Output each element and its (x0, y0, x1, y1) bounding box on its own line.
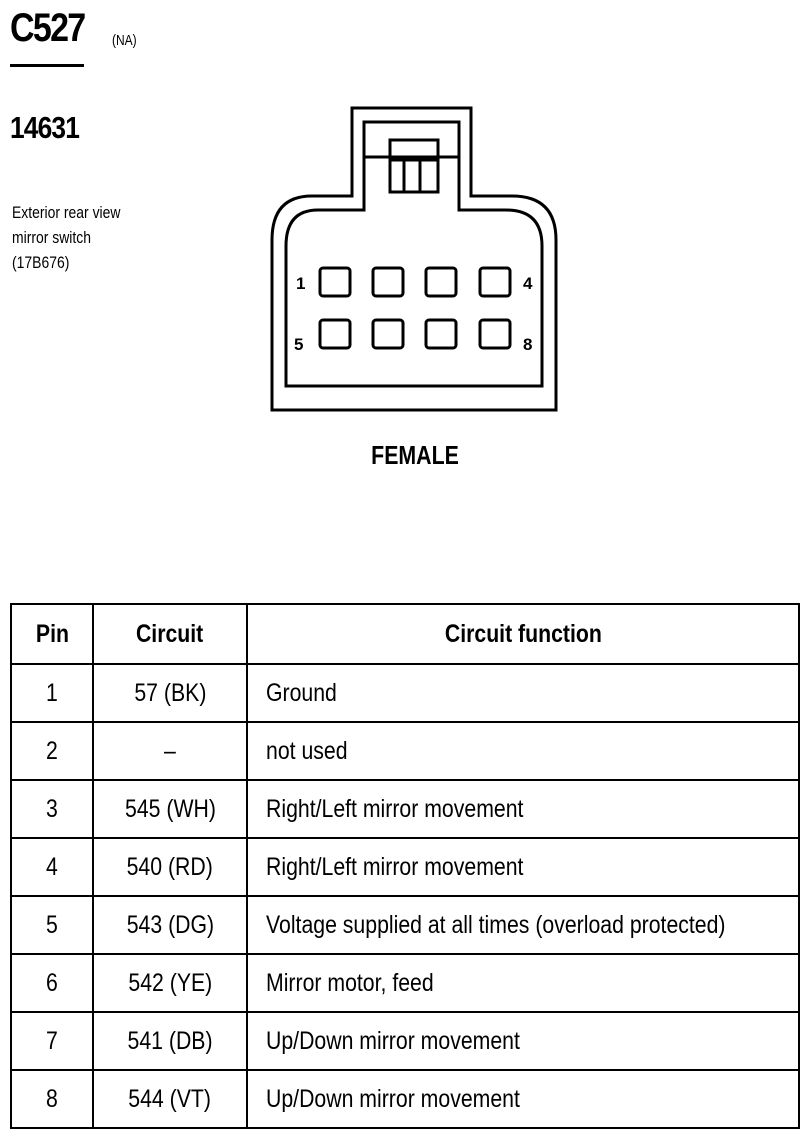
header-function: Circuit function (246, 603, 800, 665)
cell-function: Ground (246, 663, 800, 723)
latch-icon (388, 138, 440, 194)
pin-cavity (371, 266, 405, 298)
table-row: 5 543 (DG) Voltage supplied at all times… (10, 895, 800, 955)
cell-pin: 1 (10, 663, 94, 723)
cell-pin: 7 (10, 1011, 94, 1071)
cell-function: Right/Left mirror movement (246, 837, 800, 897)
cell-function: not used (246, 721, 800, 781)
pin-cavity (424, 266, 458, 298)
pin-label-4: 4 (523, 274, 533, 293)
pin-cavity (371, 318, 405, 350)
description-line: (17B676) (12, 253, 70, 272)
cell-pin: 5 (10, 895, 94, 955)
pin-cavity (478, 266, 512, 298)
cell-circuit: 540 (RD) (92, 837, 248, 897)
table-row: 2 – not used (10, 721, 800, 781)
pin-cavity (318, 318, 352, 350)
cell-function: Up/Down mirror movement (246, 1069, 800, 1129)
connector-face-diagram: 1 4 5 8 (270, 106, 558, 412)
cell-pin: 4 (10, 837, 94, 897)
description-line: mirror switch (12, 228, 92, 247)
connector-gender: FEMALE (371, 440, 459, 470)
connector-inner-housing (284, 120, 544, 388)
cell-function: Mirror motor, feed (246, 953, 800, 1013)
cell-circuit: 544 (VT) (92, 1069, 248, 1129)
cell-pin: 6 (10, 953, 94, 1013)
cell-circuit: 545 (WH) (92, 779, 248, 839)
table-row: 1 57 (BK) Ground (10, 663, 800, 723)
header-circuit: Circuit (92, 603, 248, 665)
pin-cavity (318, 266, 352, 298)
connector-outer-housing (270, 106, 558, 412)
header-pin: Pin (10, 603, 94, 665)
connector-note: (NA) (112, 32, 137, 49)
description-line: Exterior rear view (12, 203, 121, 222)
connector-id: C527 (10, 6, 86, 50)
cell-pin: 3 (10, 779, 94, 839)
part-number: 14631 (10, 110, 80, 145)
cell-pin: 8 (10, 1069, 94, 1129)
table-row: 7 541 (DB) Up/Down mirror movement (10, 1011, 800, 1071)
pinout-table: Pin Circuit Circuit function 1 57 (BK) G… (10, 603, 800, 1129)
pin-label-5: 5 (294, 335, 303, 354)
table-row: 6 542 (YE) Mirror motor, feed (10, 953, 800, 1013)
table-row: 4 540 (RD) Right/Left mirror movement (10, 837, 800, 897)
connector-description: Exterior rear view mirror switch (17B676… (12, 200, 120, 275)
cell-circuit: – (92, 721, 248, 781)
cell-function: Up/Down mirror movement (246, 1011, 800, 1071)
cell-circuit: 57 (BK) (92, 663, 248, 723)
table-header-row: Pin Circuit Circuit function (10, 603, 800, 665)
pin-label-8: 8 (523, 335, 532, 354)
pin-cavity (478, 318, 512, 350)
cell-pin: 2 (10, 721, 94, 781)
pin-label-1: 1 (296, 274, 305, 293)
table-row: 8 544 (VT) Up/Down mirror movement (10, 1069, 800, 1129)
cell-function: Right/Left mirror movement (246, 779, 800, 839)
cell-circuit: 543 (DG) (92, 895, 248, 955)
pin-cavity (424, 318, 458, 350)
cell-circuit: 542 (YE) (92, 953, 248, 1013)
cell-function: Voltage supplied at all times (overload … (246, 895, 800, 955)
table-row: 3 545 (WH) Right/Left mirror movement (10, 779, 800, 839)
connector-id-underline (10, 64, 84, 67)
cell-circuit: 541 (DB) (92, 1011, 248, 1071)
